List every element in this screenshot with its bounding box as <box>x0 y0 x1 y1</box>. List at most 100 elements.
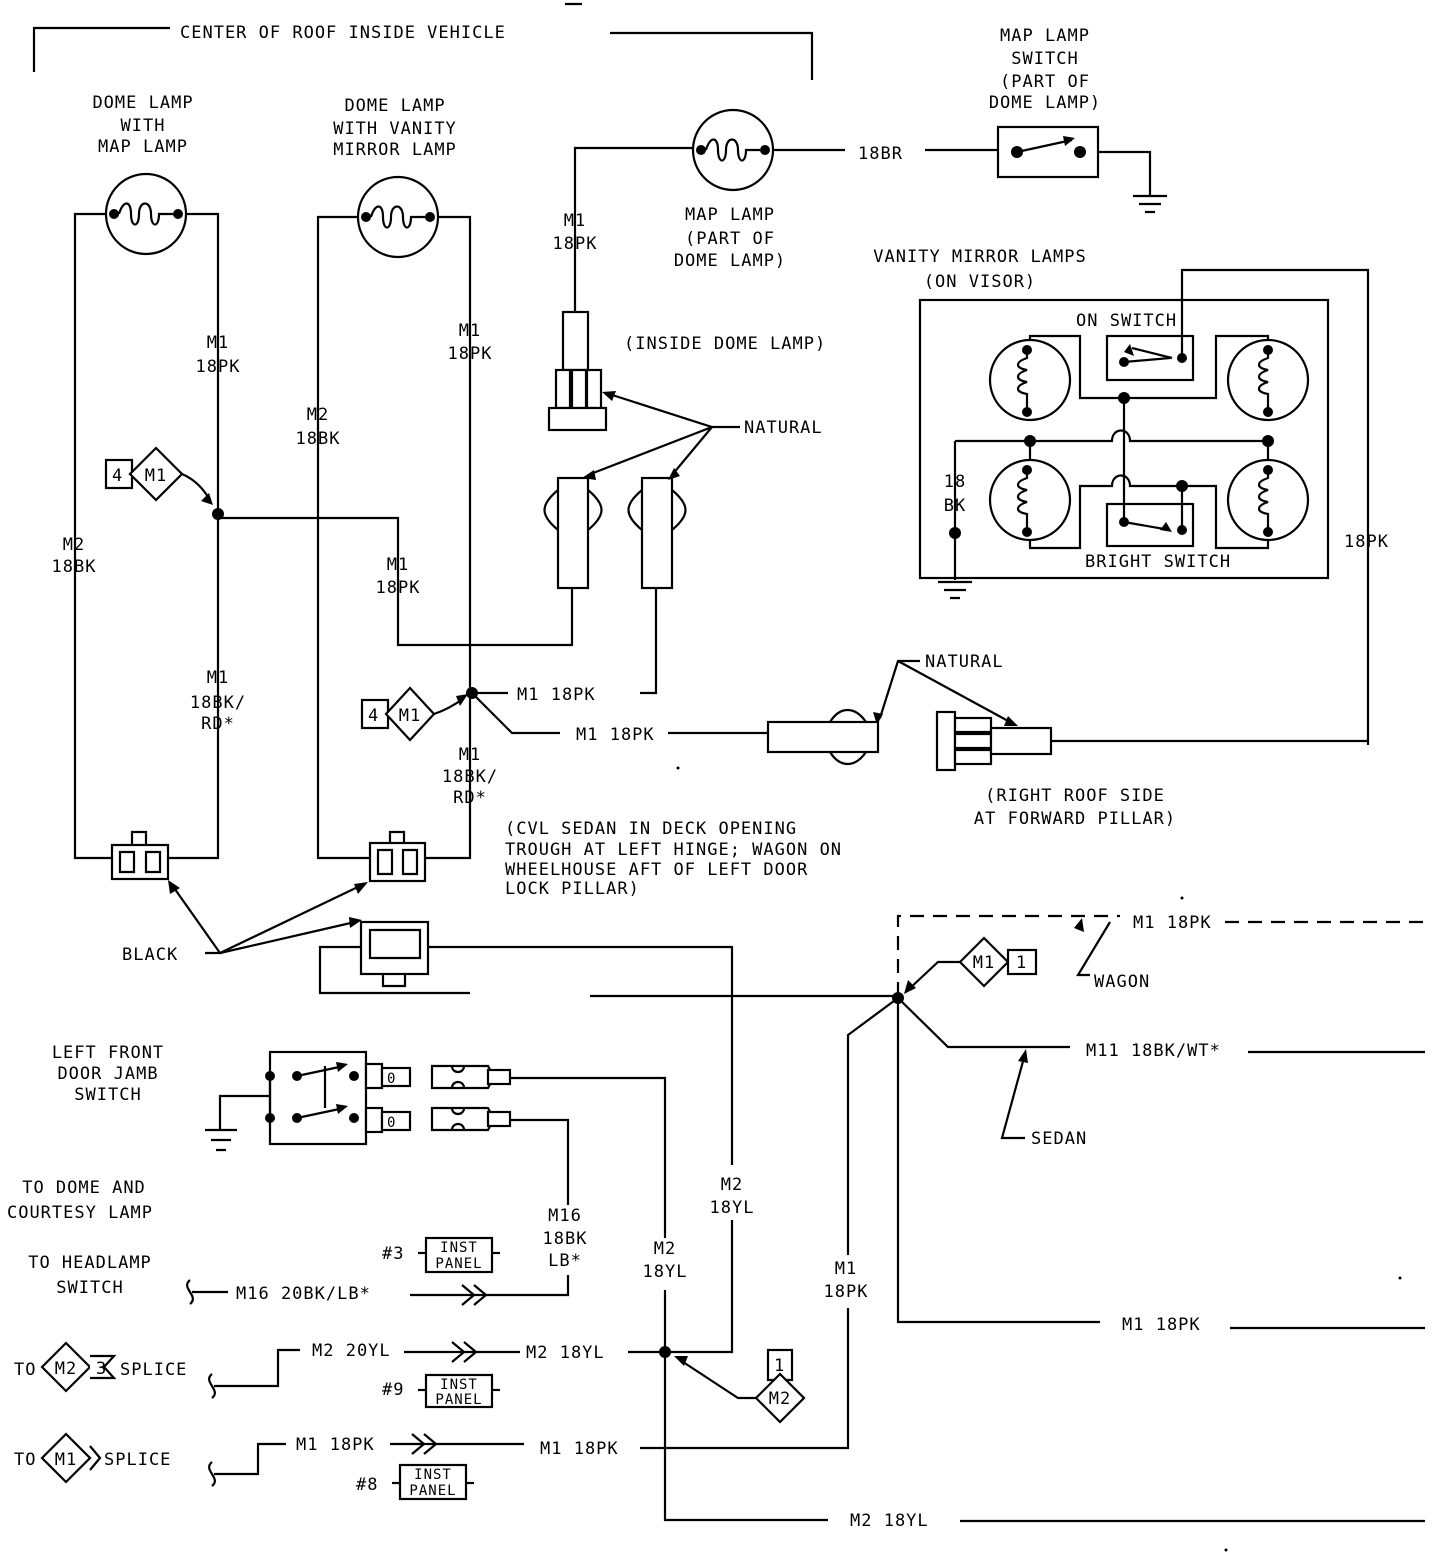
svg-text:#3: #3 <box>382 1244 404 1264</box>
svg-text:DOME LAMP): DOME LAMP) <box>674 251 786 271</box>
wire-labels-left: M1 18PK M2 18BK M1 18BK/ RD* M1 18PK M2 … <box>52 144 903 808</box>
svg-text:18BK: 18BK <box>52 557 97 577</box>
map-lamp-label: MAP LAMP (PART OF DOME LAMP) <box>674 205 786 271</box>
svg-text:18BK: 18BK <box>296 429 341 449</box>
vanity-label: VANITY MIRROR LAMPS (ON VISOR) <box>873 247 1086 292</box>
vanity-bright-switch-icon <box>1105 502 1195 548</box>
dome-map-lamp-right-wire <box>168 212 220 860</box>
cvl-note: (CVL SEDAN IN DECK OPENING TROUGH AT LEF… <box>505 819 842 899</box>
dome-vanity-lamp-bulb-icon <box>356 175 440 259</box>
svg-text:TROUGH AT LEFT HINGE; WAGON ON: TROUGH AT LEFT HINGE; WAGON ON <box>505 840 842 860</box>
natural-connector-right-icon <box>627 476 687 590</box>
svg-text:18PK: 18PK <box>448 344 493 364</box>
svg-text:INST: INST <box>440 1240 478 1256</box>
svg-text:M1: M1 <box>55 1450 77 1470</box>
svg-text:DOOR JAMB: DOOR JAMB <box>57 1064 158 1084</box>
svg-text:M1: M1 <box>399 706 421 726</box>
svg-text:M1 18PK: M1 18PK <box>517 685 596 705</box>
svg-text:M16 20BK/LB*: M16 20BK/LB* <box>236 1284 371 1304</box>
splice-m1-upper: 4 M1 <box>104 446 213 505</box>
dome-map-lamp-left-wire <box>73 212 112 860</box>
black-label: BLACK <box>122 945 178 965</box>
wagon-label: WAGON <box>1094 972 1150 992</box>
splice-m2-lower: 1 M2 <box>674 1348 806 1424</box>
svg-text:M1 18PK: M1 18PK <box>540 1439 619 1459</box>
svg-text:SWITCH: SWITCH <box>1011 49 1078 69</box>
svg-text:PANEL: PANEL <box>435 1256 482 1272</box>
svg-text:SWITCH: SWITCH <box>74 1085 141 1105</box>
map-lamp-switch-icon <box>996 125 1167 214</box>
svg-text:DOME LAMP: DOME LAMP <box>92 93 193 113</box>
svg-text:WITH VANITY: WITH VANITY <box>333 119 457 139</box>
svg-text:SPLICE: SPLICE <box>120 1360 187 1380</box>
svg-text:M1: M1 <box>145 466 167 486</box>
svg-text:M1 18PK: M1 18PK <box>1133 913 1212 933</box>
svg-text:M2 18YL: M2 18YL <box>526 1343 605 1363</box>
svg-text:VANITY MIRROR LAMPS: VANITY MIRROR LAMPS <box>873 247 1086 267</box>
svg-text:18PK: 18PK <box>1344 532 1389 552</box>
map-lamp-left-wire <box>573 146 693 312</box>
inst-panel-3-icon: #3 INST PANEL <box>382 1236 500 1274</box>
svg-text:1: 1 <box>774 1356 785 1376</box>
svg-text:(PART OF: (PART OF <box>685 229 775 249</box>
svg-text:BK: BK <box>944 496 966 516</box>
svg-text:M2: M2 <box>63 535 85 555</box>
dome-vanity-left-wire <box>316 215 370 860</box>
svg-text:TO HEADLAMP: TO HEADLAMP <box>28 1253 152 1273</box>
svg-text:3: 3 <box>96 1359 107 1379</box>
svg-text:1: 1 <box>1016 953 1027 973</box>
svg-text:M1 18PK: M1 18PK <box>296 1435 375 1455</box>
door-jamb-connectors-icon <box>430 1064 512 1132</box>
svg-text:TO: TO <box>14 1450 36 1470</box>
svg-text:MIRROR LAMP: MIRROR LAMP <box>333 140 457 160</box>
vanity-bulb-bottom-left-icon <box>988 458 1072 542</box>
svg-text:M1: M1 <box>835 1259 857 1279</box>
splice-m1-right: M1 1 <box>904 936 1038 994</box>
on-switch-label: ON SWITCH <box>1076 311 1177 331</box>
svg-text:RD*: RD* <box>453 788 487 808</box>
svg-text:M1: M1 <box>207 668 229 688</box>
inside-dome-connector-icon <box>547 310 608 432</box>
vanity-on-switch-icon <box>1105 334 1195 382</box>
svg-text:18YL: 18YL <box>710 1198 755 1218</box>
svg-text:0: 0 <box>387 1071 396 1087</box>
svg-text:(PART OF: (PART OF <box>1000 72 1090 92</box>
door-jamb-switch-label: LEFT FRONT DOOR JAMB SWITCH <box>52 1043 164 1105</box>
natural-left-down-wire <box>218 516 574 647</box>
svg-text:18BR: 18BR <box>858 144 903 164</box>
svg-text:18BK: 18BK <box>543 1229 588 1249</box>
svg-text:PANEL: PANEL <box>409 1483 456 1499</box>
svg-text:M1: M1 <box>207 333 229 353</box>
svg-text:18PK: 18PK <box>824 1282 869 1302</box>
dome-vanity-lamp-label: DOME LAMP WITH VANITY MIRROR LAMP <box>333 96 457 160</box>
svg-text:LEFT FRONT: LEFT FRONT <box>52 1043 164 1063</box>
natural-connector-left-icon <box>543 476 603 590</box>
svg-text:INST: INST <box>440 1377 478 1393</box>
svg-text:WITH: WITH <box>121 116 166 136</box>
headlamp-switch-label: TO HEADLAMP SWITCH <box>28 1253 152 1298</box>
svg-text:M2: M2 <box>721 1175 743 1195</box>
map-lamp-switch-label: MAP LAMP SWITCH (PART OF DOME LAMP) <box>989 26 1100 113</box>
svg-text:M1: M1 <box>564 211 586 231</box>
natural-label-right: NATURAL <box>925 652 1004 672</box>
svg-text:18BK/: 18BK/ <box>190 693 246 713</box>
svg-text:MAP LAMP: MAP LAMP <box>98 137 188 157</box>
splice-m2-left: M2 3 <box>40 1341 117 1393</box>
svg-text:M2: M2 <box>769 1389 791 1409</box>
natural-connector-right-roof-right-icon <box>935 710 1053 772</box>
natural-label: NATURAL <box>744 418 823 438</box>
svg-text:RD*: RD* <box>201 714 235 734</box>
splice-m1-left: M1 <box>40 1432 102 1484</box>
svg-text:#8: #8 <box>356 1475 378 1495</box>
door-jamb-switch-icon: 0 0 <box>205 1050 412 1152</box>
black-connector-3-icon <box>359 920 430 988</box>
svg-text:4: 4 <box>112 466 123 486</box>
svg-text:TO: TO <box>14 1360 36 1380</box>
svg-text:(CVL SEDAN IN DECK OPENING: (CVL SEDAN IN DECK OPENING <box>505 819 797 839</box>
inst-panel-8-icon: #8 INST PANEL <box>356 1463 474 1501</box>
dome-map-lamp-bulb-icon <box>104 172 188 256</box>
svg-text:4: 4 <box>368 706 379 726</box>
svg-text:M11 18BK/WT*: M11 18BK/WT* <box>1086 1041 1221 1061</box>
inside-dome-label: (INSIDE DOME LAMP) <box>624 334 826 354</box>
